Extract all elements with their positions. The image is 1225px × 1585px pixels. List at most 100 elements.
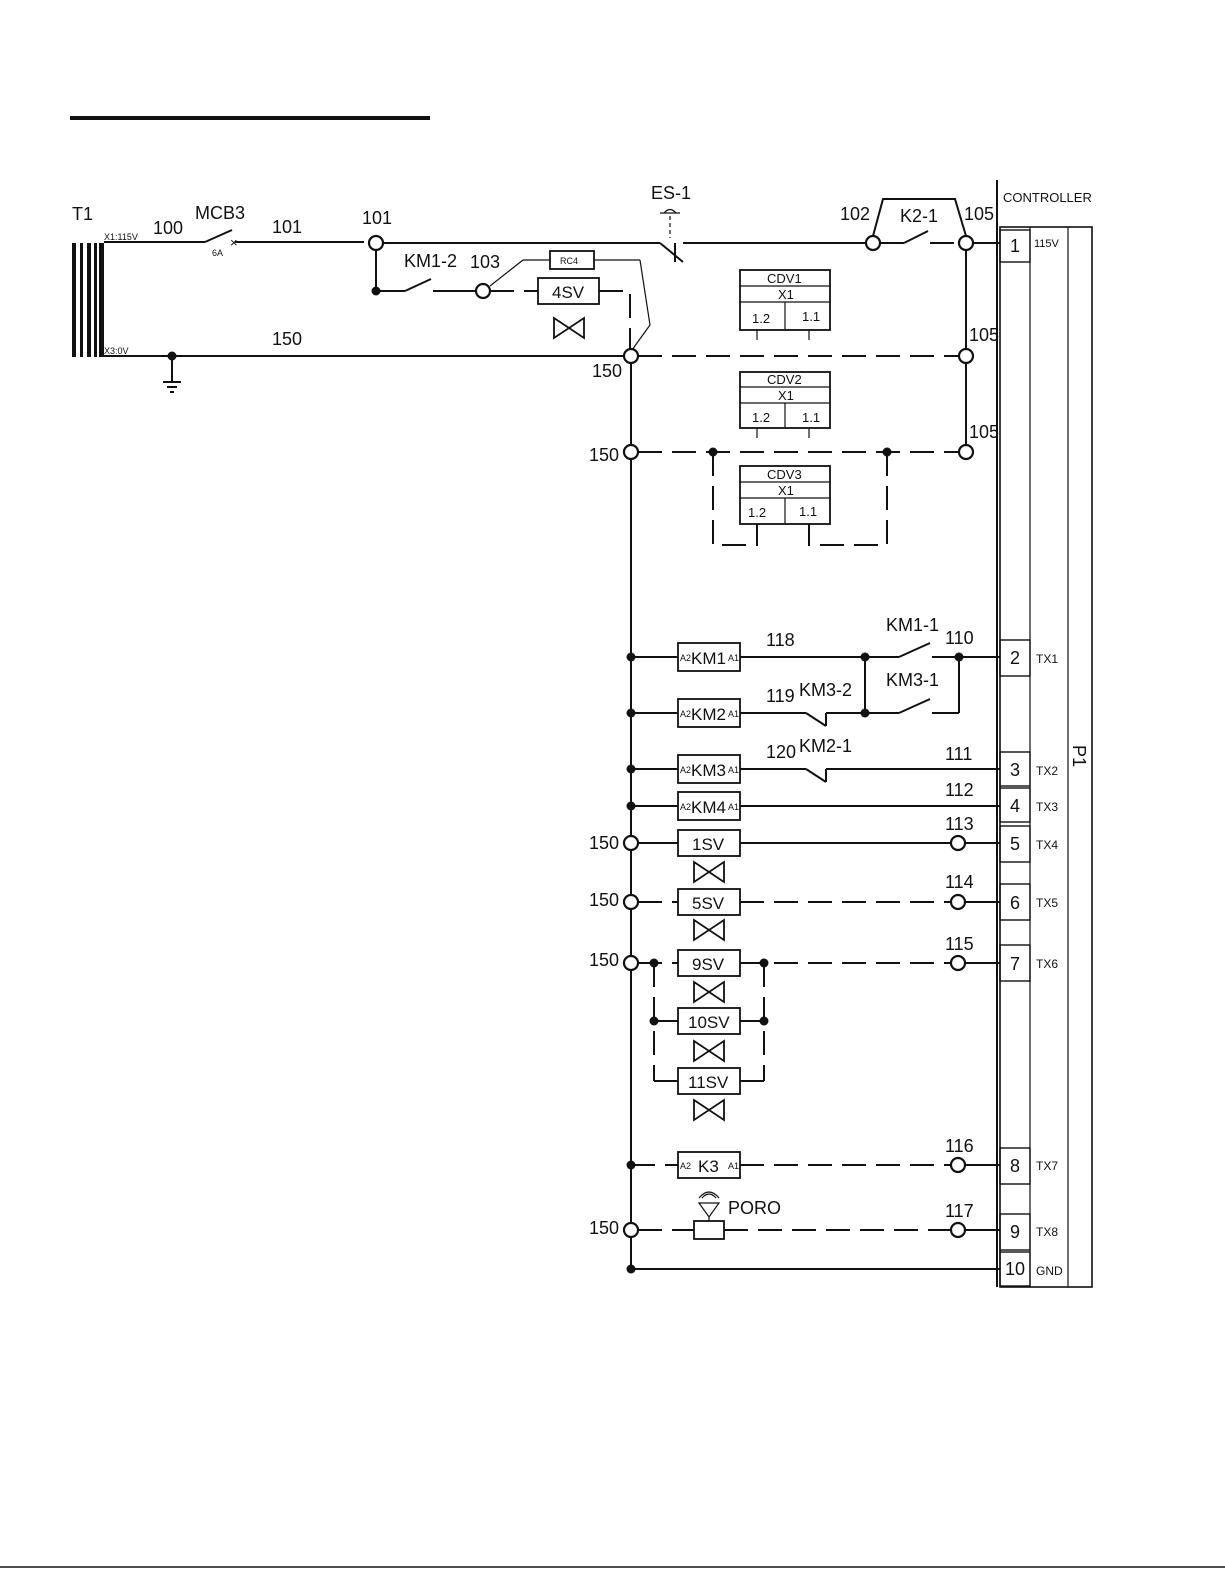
svg-text:1.2: 1.2: [752, 311, 770, 326]
wire-105b-label: 105: [969, 325, 999, 345]
solenoid-11sv: 11SV: [677, 1067, 741, 1095]
terminal-113: [949, 834, 967, 852]
terminal-105a: [957, 234, 975, 252]
wire-105c-label: 105: [969, 422, 999, 442]
svg-text:1: 1: [1010, 236, 1020, 256]
wire-150f-label: 150: [589, 950, 619, 970]
wire-101-label: 101: [272, 217, 302, 237]
svg-text:A2: A2: [680, 653, 691, 663]
wire-115-label: 115: [945, 934, 974, 954]
sv4-label: 4SV: [552, 283, 585, 302]
terminal-105b: [957, 347, 975, 365]
svg-text:3: 3: [1010, 760, 1020, 780]
coil-km2: A2 KM2 A1: [677, 698, 741, 728]
svg-text:9: 9: [1010, 1222, 1020, 1242]
svg-text:TX6: TX6: [1036, 957, 1058, 971]
terminal-116: [949, 1156, 967, 1174]
wire-150d-label: 150: [589, 833, 619, 853]
svg-text:X1: X1: [778, 388, 794, 403]
poro-beacon: PORO: [693, 1191, 781, 1240]
wire-111-label: 111: [945, 744, 972, 764]
svg-text:4: 4: [1010, 796, 1020, 816]
svg-text:K3: K3: [698, 1157, 719, 1176]
controller-label: CONTROLLER: [1003, 190, 1092, 205]
svg-text:GND: GND: [1036, 1264, 1063, 1278]
wire-118-label: 118: [766, 630, 795, 650]
mcb3-rating: 6A: [212, 248, 223, 258]
wire-116-label: 116: [945, 1136, 974, 1156]
coil-km1: A2 KM1 A1: [677, 642, 741, 672]
mcb3-label: MCB3: [195, 203, 245, 223]
terminal-105c: [957, 443, 975, 461]
es1-label: ES-1: [651, 183, 691, 203]
svg-text:KM4: KM4: [691, 798, 726, 817]
svg-text:9SV: 9SV: [692, 955, 725, 974]
svg-text:5SV: 5SV: [692, 894, 725, 913]
rc4-label: RC4: [560, 256, 578, 266]
poro-label: PORO: [728, 1198, 781, 1218]
wire-110-label: 110: [945, 628, 974, 648]
svg-text:1.1: 1.1: [802, 410, 820, 425]
wire-120-label: 120: [766, 742, 796, 762]
emergency-stop-es1: ES-1: [651, 183, 691, 263]
wire-150b-label: 150: [592, 361, 622, 381]
mcb3-breaker: × MCB3 6A: [195, 203, 245, 258]
svg-text:A2: A2: [680, 709, 691, 719]
km3-2-label: KM3-2: [799, 680, 852, 700]
cdv1-module: CDV1 X1 1.2 1.1: [739, 269, 831, 340]
wire-113-label: 113: [945, 814, 974, 834]
svg-text:A2: A2: [680, 765, 691, 775]
km2-1-label: KM2-1: [799, 736, 852, 756]
svg-text:A2: A2: [680, 1161, 691, 1171]
svg-text:A1: A1: [728, 765, 739, 775]
p1-label: P1: [1069, 745, 1089, 767]
terminal-114: [949, 893, 967, 911]
svg-text:CDV1: CDV1: [767, 271, 802, 286]
terminal-150c: [622, 834, 640, 852]
svg-text:X1: X1: [778, 483, 794, 498]
terminal-150f: [622, 1221, 640, 1239]
coil-km4: A2 KM4 A1: [677, 791, 741, 821]
svg-text:1.1: 1.1: [802, 309, 820, 324]
wire-150e-label: 150: [589, 890, 619, 910]
svg-text:×: ×: [230, 235, 238, 250]
wire-103-label: 103: [470, 252, 500, 272]
svg-text:2: 2: [1010, 648, 1020, 668]
km3-1-label: KM3-1: [886, 670, 939, 690]
terminal-7: 7 TX6: [999, 944, 1058, 982]
svg-text:1SV: 1SV: [692, 835, 725, 854]
coil-k3: A2 K3 A1: [677, 1151, 741, 1179]
terminal-101: [367, 234, 385, 252]
svg-text:A1: A1: [728, 1161, 739, 1171]
km1-1-label: KM1-1: [886, 615, 939, 635]
wire-105a-label: 105: [964, 204, 994, 224]
wire-100-label: 100: [153, 218, 183, 238]
svg-text:10SV: 10SV: [688, 1013, 730, 1032]
svg-text:KM1: KM1: [691, 649, 726, 668]
svg-text:10: 10: [1005, 1259, 1025, 1279]
x1-label: X1:115V: [104, 232, 138, 242]
svg-text:7: 7: [1010, 954, 1020, 974]
svg-text:KM2: KM2: [691, 705, 726, 724]
coil-km3: A2 KM3 A1: [677, 754, 741, 784]
solenoid-4sv: [537, 277, 600, 305]
svg-text:1.1: 1.1: [799, 504, 817, 519]
svg-text:1.2: 1.2: [748, 505, 766, 520]
cdv2-module: CDV2 X1 1.2 1.1: [739, 371, 831, 438]
svg-text:X1: X1: [778, 287, 794, 302]
svg-text:A2: A2: [680, 802, 691, 812]
wire-119-label: 119: [766, 686, 795, 706]
svg-text:1.2: 1.2: [752, 410, 770, 425]
terminal-103: [474, 282, 492, 300]
svg-text:KM3: KM3: [691, 761, 726, 780]
terminal-150a: [622, 347, 640, 365]
svg-text:A1: A1: [728, 802, 739, 812]
